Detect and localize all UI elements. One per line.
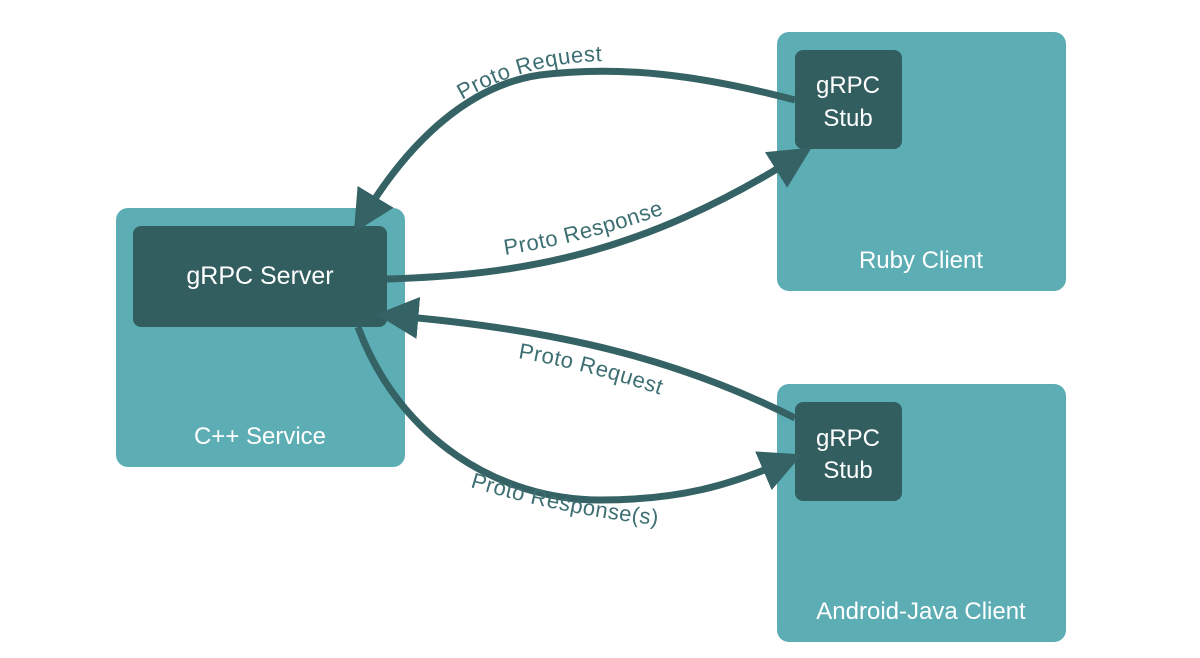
grpc-server-label: gRPC Server: [186, 262, 333, 290]
ruby-grpc-stub-box: [795, 50, 902, 149]
android-client-node: gRPC Stub Android-Java Client: [777, 384, 1066, 642]
ruby-client-node: gRPC Stub Ruby Client: [777, 32, 1066, 291]
arrow-ruby-response: [386, 147, 812, 283]
ruby-stub-label-line2: Stub: [823, 105, 872, 132]
arrow-android-request: [376, 296, 797, 422]
cpp-service-label: C++ Service: [194, 423, 326, 450]
android-stub-label-line1: gRPC: [816, 425, 880, 452]
ruby-stub-label-line1: gRPC: [816, 72, 880, 99]
grpc-server-box: [133, 226, 387, 327]
android-client-label: Android-Java Client: [816, 598, 1026, 625]
cpp-service-node: gRPC Server C++ Service: [116, 208, 405, 467]
android-grpc-stub-box: [795, 402, 902, 501]
android-stub-label-line2: Stub: [823, 457, 872, 484]
arrow-android-response: [354, 325, 803, 504]
arrow-ruby-request: [353, 67, 796, 233]
ruby-client-label: Ruby Client: [859, 247, 983, 274]
